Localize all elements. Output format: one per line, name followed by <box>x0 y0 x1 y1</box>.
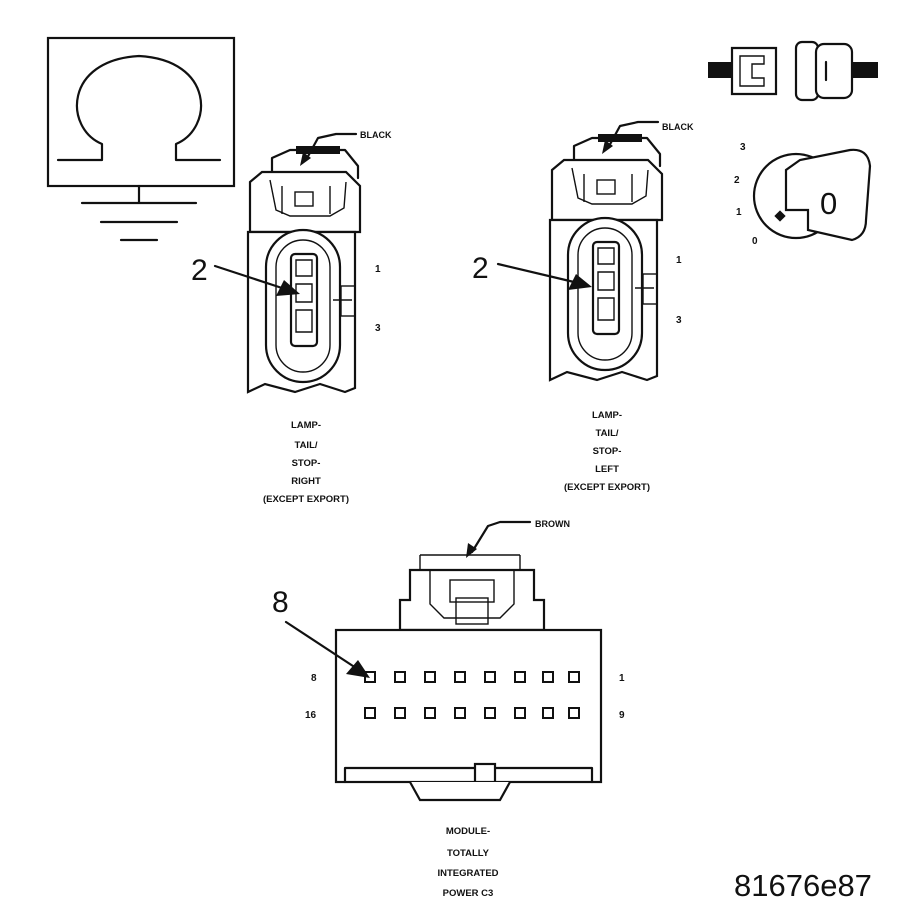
svg-text:INTEGRATED: INTEGRATED <box>437 868 498 879</box>
connector-bottom-color-label: BROWN <box>535 519 570 529</box>
svg-text:LAMP-: LAMP- <box>592 410 622 421</box>
svg-text:TOTALLY: TOTALLY <box>447 848 490 859</box>
svg-text:STOP-: STOP- <box>292 458 321 469</box>
connector-unplug-icon <box>708 40 878 102</box>
connector-right-pin-3: 3 <box>676 315 682 326</box>
connector-right-color-label: BLACK <box>662 122 694 132</box>
svg-text:RIGHT: RIGHT <box>291 476 321 487</box>
ignition-position-2: 2 <box>734 175 740 186</box>
svg-text:STOP-: STOP- <box>593 446 622 457</box>
svg-text:TAIL/: TAIL/ <box>294 440 317 451</box>
connector-left-callout: 2 <box>191 254 208 287</box>
connector-bottom-pin-16: 16 <box>305 710 317 721</box>
connector-left-pin-3: 3 <box>375 323 381 334</box>
ignition-position-1: 1 <box>736 207 742 218</box>
connector-bottom-callout: 8 <box>272 586 289 619</box>
svg-text:LEFT: LEFT <box>595 464 619 475</box>
connector-lamp-right <box>246 146 362 394</box>
connector-lamp-left <box>548 134 664 382</box>
connector-bottom-pin-1: 1 <box>619 673 625 684</box>
connector-left-caption: LAMP- TAIL/ STOP- RIGHT (EXCEPT EXPORT) <box>263 420 349 505</box>
connector-bottom-pin-8: 8 <box>311 673 317 684</box>
connector-bottom-caption: MODULE- TOTALLY INTEGRATED POWER C3 <box>437 826 498 899</box>
connector-right-caption: LAMP- TAIL/ STOP- LEFT (EXCEPT EXPORT) <box>564 410 650 493</box>
ground-icon <box>80 201 198 242</box>
svg-text:POWER C3: POWER C3 <box>443 888 494 899</box>
svg-text:TAIL/: TAIL/ <box>595 428 618 439</box>
figure-id: 81676e87 <box>734 868 872 903</box>
pin-row-upper <box>364 671 580 683</box>
connector-right-pin-1: 1 <box>676 255 682 266</box>
connector-bottom-pin-9: 9 <box>619 710 625 721</box>
connector-left-color-label: BLACK <box>360 130 392 140</box>
connector-module-tipm-c3 <box>334 554 603 802</box>
svg-text:LAMP-: LAMP- <box>291 420 321 431</box>
svg-text:(EXCEPT EXPORT): (EXCEPT EXPORT) <box>263 494 349 505</box>
connector-left-pin-1: 1 <box>375 264 381 275</box>
svg-text:(EXCEPT EXPORT): (EXCEPT EXPORT) <box>564 482 650 493</box>
connector-right-callout: 2 <box>472 252 489 285</box>
ignition-position-0: 0 <box>752 236 758 247</box>
ignition-position-3: 3 <box>740 142 746 153</box>
ohmmeter-icon <box>46 36 236 204</box>
svg-text:MODULE-: MODULE- <box>446 826 490 837</box>
pin-row-lower <box>364 707 580 719</box>
ignition-key-icon: 0 3 2 1 0 <box>734 142 872 247</box>
ignition-key-label: 0 <box>820 186 837 221</box>
